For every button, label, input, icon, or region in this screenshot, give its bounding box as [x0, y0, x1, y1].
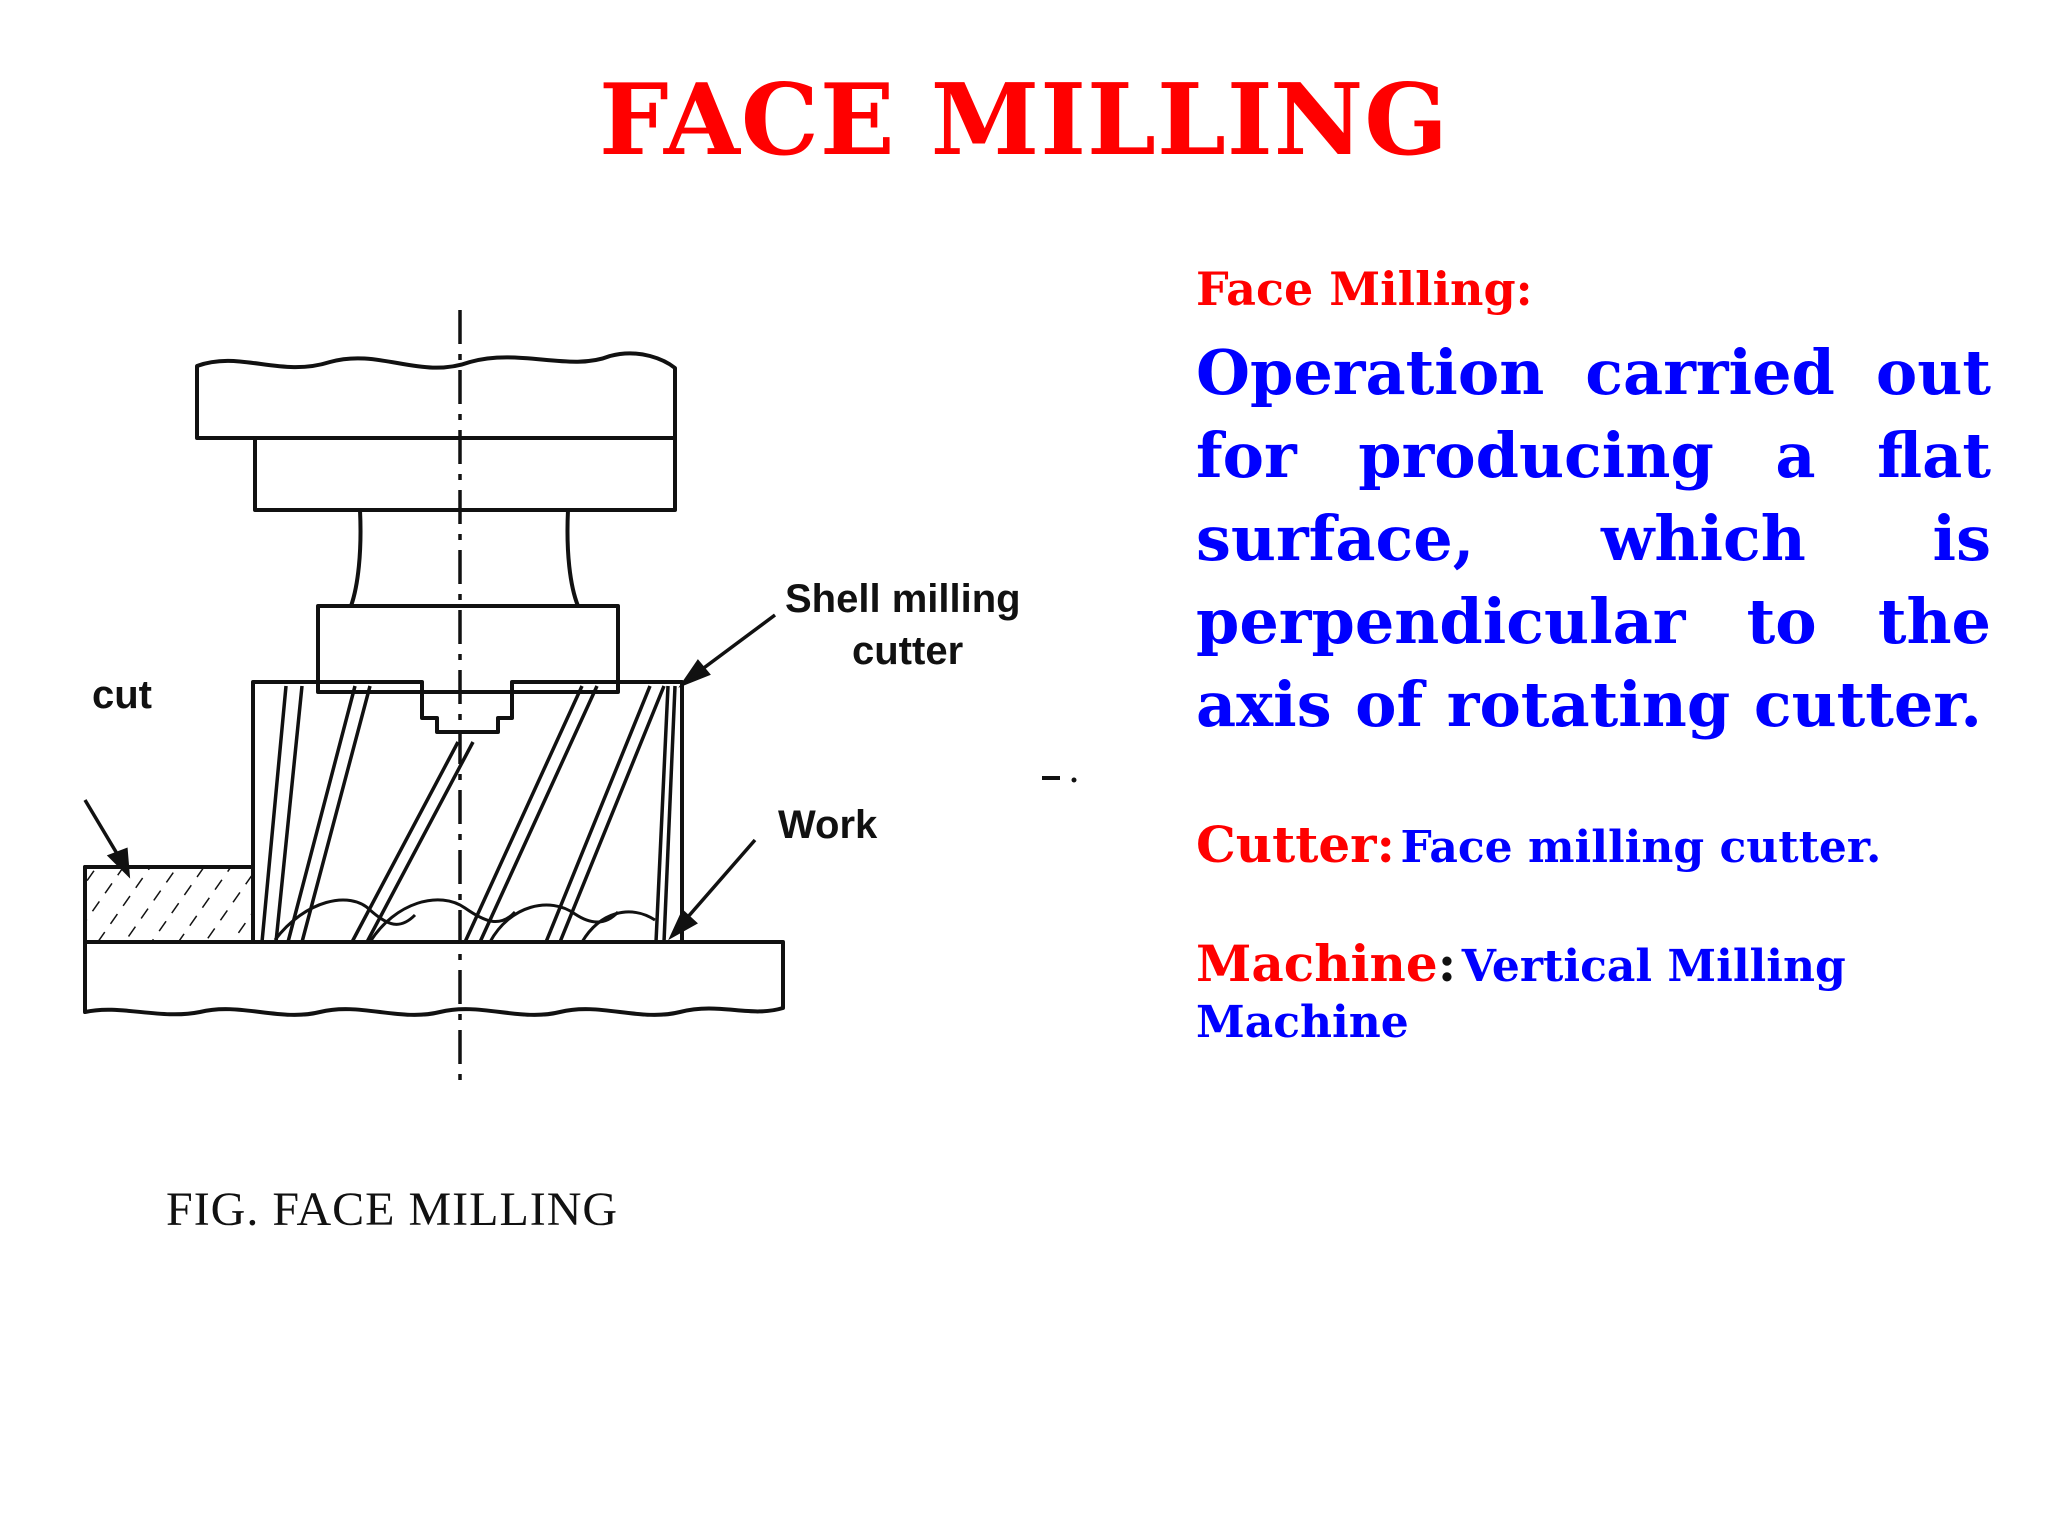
- figure-caption: FIG. FACE MILLING: [166, 1183, 619, 1236]
- machine-key: Machine: [1196, 933, 1438, 993]
- machine-row: Machine: Vertical Milling Machine: [1196, 933, 1991, 1051]
- spindle-head: [195, 351, 677, 440]
- page-title: FACE MILLING: [599, 63, 1449, 178]
- shell-cutter-leader: [691, 613, 777, 678]
- work-label: Work: [778, 803, 878, 847]
- shell-cutter-label-line2: cutter: [852, 629, 963, 673]
- uncut-stock: [83, 865, 255, 944]
- chip-curves: [273, 898, 656, 943]
- description-panel: Face Milling: Operation carried out for …: [1196, 262, 1991, 1050]
- arbor-neck: [349, 509, 580, 608]
- arbor-flange: [316, 604, 620, 694]
- cutter-flutes: [260, 685, 677, 943]
- work-leader: [678, 838, 757, 928]
- cut-label: cut: [92, 673, 152, 717]
- section-heading: Face Milling:: [1196, 262, 1533, 316]
- machine-colon: :: [1437, 933, 1457, 993]
- shell-milling-cutter: [251, 680, 684, 944]
- spindle-collar: [253, 436, 677, 512]
- cutter-row: Cutter: Face milling cutter.: [1196, 814, 1991, 877]
- cutter-key: Cutter:: [1196, 815, 1395, 875]
- definition-text: Operation carried out for producing a fl…: [1196, 336, 1991, 742]
- machine-value: Vertical Milling Machine: [1196, 940, 1846, 1049]
- shell-cutter-label-line1: Shell milling: [785, 577, 1021, 621]
- cutter-value: Face milling cutter.: [1400, 822, 1882, 874]
- cut-leader: [83, 799, 124, 863]
- face-milling-diagram: Shell milling cutter Work cut: [70, 290, 1130, 1110]
- work-table: [83, 940, 785, 1017]
